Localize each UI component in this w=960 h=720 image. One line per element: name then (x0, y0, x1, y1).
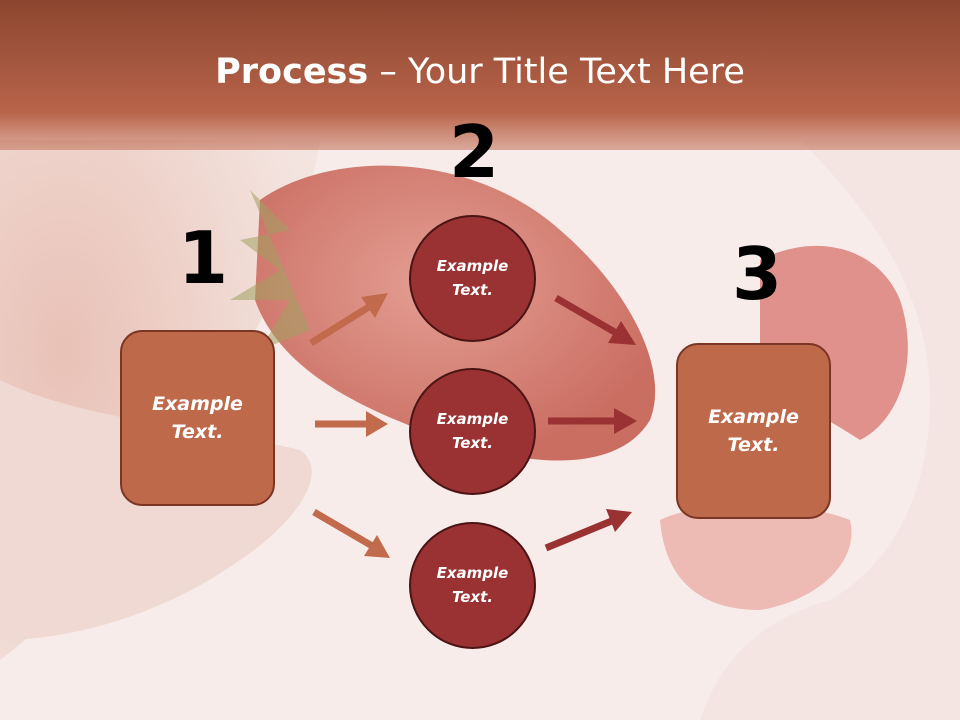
step-number-1: 1 (178, 216, 229, 300)
step-number-3: 3 (732, 232, 783, 316)
title-rest: – Your Title Text Here (368, 52, 745, 92)
circle-bottom: Example Text. (409, 522, 536, 649)
step-box-1-label: Example Text. (152, 392, 243, 444)
circle-top: Example Text. (409, 215, 536, 342)
circle-middle-label: Example Text. (436, 410, 509, 452)
circle-top-label: Example Text. (436, 257, 509, 299)
step-box-1: Example Text. (120, 330, 275, 506)
circle-bottom-label: Example Text. (436, 564, 509, 606)
title-bold: Process (215, 52, 369, 92)
page-title: Process – Your Title Text Here (0, 52, 960, 92)
step-box-3: Example Text. (676, 343, 831, 519)
step-number-2: 2 (449, 110, 500, 194)
step-box-3-label: Example Text. (708, 405, 799, 457)
circle-middle: Example Text. (409, 368, 536, 495)
